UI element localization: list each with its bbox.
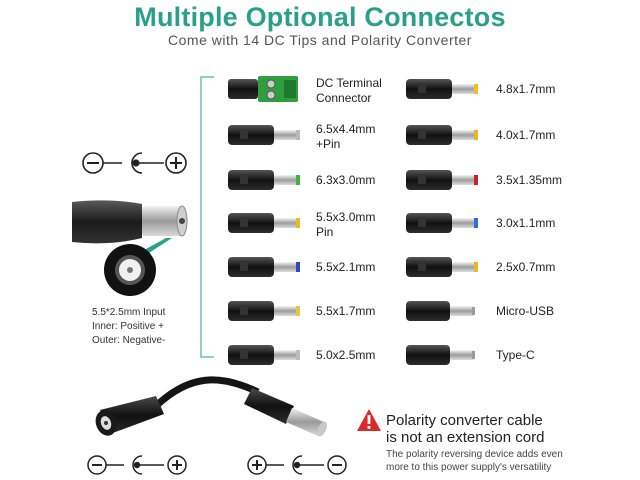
left-connector-tip-0 <box>226 74 308 109</box>
left-connector-label-3: 5.5x3.0mm Pin <box>316 210 376 239</box>
warning-subtitle: The polarity reversing device adds even … <box>386 449 563 473</box>
left-connector-label-2: 6.3x3.0mm <box>316 173 376 187</box>
right-connector-label-3: 3.0x1.1mm <box>496 216 556 230</box>
left-connector-tip-6 <box>226 340 308 375</box>
right-connector-label-5: Micro-USB <box>496 304 555 318</box>
dc-plug-image <box>72 200 188 296</box>
left-connector-label-6: 5.0x2.5mm <box>316 348 376 362</box>
polarity-symbol-icon <box>82 152 187 174</box>
warning-title: Polarity converter cable is not an exten… <box>386 412 545 446</box>
connector-bracket <box>200 76 214 358</box>
right-connector-tip-1 <box>404 120 486 155</box>
left-connector-tip-3 <box>226 208 308 243</box>
left-connector-tip-2 <box>226 165 308 200</box>
left-connector-label-0: DC Terminal Connector <box>316 76 382 105</box>
right-connector-tip-3 <box>404 208 486 243</box>
warning-icon <box>357 409 381 431</box>
page-subtitle: Come with 14 DC Tips and Polarity Conver… <box>168 32 472 48</box>
inner-polarity-text: Inner: Positive + <box>92 321 164 332</box>
bracket-tick-top <box>200 76 214 78</box>
input-spec-text: 5.5*2.5mm Input <box>92 307 166 318</box>
right-connector-tip-4 <box>404 252 486 287</box>
left-connector-tip-4 <box>226 252 308 287</box>
left-connector-label-4: 5.5x2.1mm <box>316 260 376 274</box>
right-connector-label-6: Type-C <box>496 348 535 362</box>
right-connector-tip-2 <box>404 165 486 200</box>
input-polarity-symbol-icon <box>87 455 187 475</box>
right-connector-label-1: 4.0x1.7mm <box>496 128 556 142</box>
left-connector-label-1: 6.5x4.4mm +Pin <box>316 122 376 151</box>
polarity-converter-cable-image <box>95 376 327 437</box>
bracket-tick-bottom <box>200 356 214 358</box>
output-polarity-symbol-icon <box>247 455 347 475</box>
left-connector-tip-1 <box>226 120 308 155</box>
right-connector-label-4: 2.5x0.7mm <box>496 260 556 274</box>
right-connector-tip-6 <box>404 340 486 375</box>
outer-polarity-text: Outer: Negative- <box>92 335 166 346</box>
right-connector-label-0: 4.8x1.7mm <box>496 82 556 96</box>
left-connector-label-5: 5.5x1.7mm <box>316 304 376 318</box>
right-connector-tip-0 <box>404 74 486 109</box>
left-connector-tip-5 <box>226 296 308 331</box>
page-title: Multiple Optional Connectos <box>134 2 506 32</box>
right-connector-label-2: 3.5x1.35mm <box>496 173 563 187</box>
right-connector-tip-5 <box>404 296 486 331</box>
